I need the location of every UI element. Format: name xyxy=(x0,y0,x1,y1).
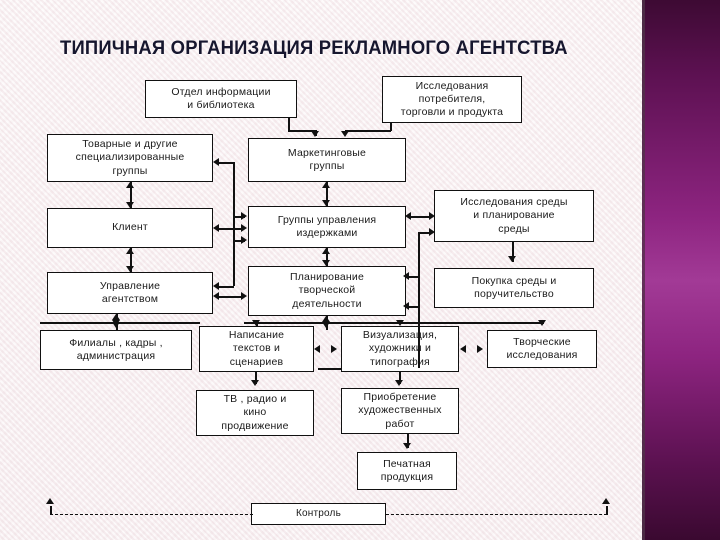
arrow-to-printed-production xyxy=(403,443,411,449)
connector-cost-creative xyxy=(326,248,328,266)
arrow-into-creative-plan-a xyxy=(403,272,409,280)
arrow-consumer-to-marketing xyxy=(341,131,349,137)
connector-media-research-buying xyxy=(512,242,514,262)
arrow-into-copywriting xyxy=(314,345,320,353)
connector-consumer-down xyxy=(390,123,392,131)
arrow-into-agency-mgmt-upper xyxy=(213,282,219,290)
connector-spine-cost-upper xyxy=(233,216,245,218)
arrow-into-cost-mgmt-upper xyxy=(241,212,247,220)
box-branches-staff[interactable]: Филиалы , кадры , администрация xyxy=(40,330,192,370)
connector-client-agency xyxy=(130,248,132,272)
connector-visual-art xyxy=(399,372,401,384)
arrow-into-visualization xyxy=(331,345,337,353)
box-art-buying[interactable]: Приобретение художественных работ xyxy=(341,388,459,434)
arrow-into-cost-mgmt-lower xyxy=(241,236,247,244)
box-copywriting[interactable]: Написание текстов и сценариев xyxy=(199,326,314,372)
connector-spine-vertical xyxy=(233,162,235,286)
connector-art-print xyxy=(407,434,409,448)
connector-spine-into-visualization xyxy=(318,368,342,370)
box-marketing-groups[interactable]: Маркетинговые группы xyxy=(248,138,406,182)
box-visualization[interactable]: Визуализация, художники и типография xyxy=(341,326,459,372)
arrow-client-to-agency xyxy=(126,266,134,272)
arrow-to-art-buying xyxy=(395,380,403,386)
connector-spine-agency-upper xyxy=(218,286,234,288)
connector-right-spine xyxy=(418,232,420,368)
arrow-into-cost-from-media xyxy=(405,212,411,220)
connector-cost-media-research xyxy=(410,216,432,218)
connector-spine-to-product xyxy=(218,162,234,164)
arrow-into-product-groups xyxy=(213,158,219,166)
control-line-left xyxy=(50,514,253,515)
arrow-into-creative-research xyxy=(477,345,483,353)
arrow-control-right-up xyxy=(602,498,610,504)
arrow-into-client xyxy=(213,224,219,232)
box-product-groups[interactable]: Товарные и другие специализированные гру… xyxy=(47,134,213,182)
connector-info-right xyxy=(288,130,316,132)
connector-consumer-left xyxy=(345,130,391,132)
arrow-into-media-research-lower xyxy=(429,228,435,236)
box-tv-radio[interactable]: ТВ , радио и кино продвижение xyxy=(196,390,314,436)
connector-agency-creative xyxy=(218,296,244,298)
box-control[interactable]: Контроль xyxy=(251,503,386,525)
arrow-to-visualization xyxy=(396,320,404,326)
arrow-cost-to-creative xyxy=(322,260,330,266)
arrow-into-creative-plan-b xyxy=(403,302,409,310)
page-title: ТИПИЧНАЯ ОРГАНИЗАЦИЯ РЕКЛАМНОГО АГЕНТСТВ… xyxy=(60,38,568,59)
box-printed-production[interactable]: Печатная продукция xyxy=(357,452,457,490)
box-cost-management[interactable]: Группы управления издержками xyxy=(248,206,406,248)
arrow-info-to-marketing xyxy=(311,131,319,137)
box-media-research[interactable]: Исследования среды и планирование среды xyxy=(434,190,594,242)
arrow-into-agency-mgmt xyxy=(213,292,219,300)
arrow-creative-plan-down xyxy=(322,322,330,328)
box-client[interactable]: Клиент xyxy=(47,208,213,248)
arrow-cost-to-marketing xyxy=(322,182,330,188)
connector-right-spine-to-media-research xyxy=(418,232,432,234)
connector-spine-cost-lower xyxy=(233,240,245,242)
arrow-into-cost-mgmt xyxy=(241,224,247,232)
arrow-product-to-client xyxy=(126,202,134,208)
connector-client-cost xyxy=(218,228,244,230)
connector-bus-left-stub xyxy=(40,322,200,324)
arrow-to-branches xyxy=(112,320,120,326)
box-media-buying[interactable]: Покупка среды и поручительство xyxy=(434,268,594,308)
connector-marketing-cost xyxy=(326,182,328,206)
arrow-to-media-buying xyxy=(508,256,516,262)
arrow-branches-to-agency xyxy=(112,314,120,320)
control-line-right-riser xyxy=(606,506,608,515)
connector-copy-tv xyxy=(255,372,257,384)
box-creative-planning[interactable]: Планирование творческой деятельности xyxy=(248,266,406,316)
connector-product-client xyxy=(130,182,132,208)
arrow-creative-to-cost xyxy=(322,248,330,254)
arrow-to-creative-research xyxy=(538,320,546,326)
connector-info-down xyxy=(288,118,290,132)
arrow-up-to-creative-plan xyxy=(322,316,330,322)
control-line-right xyxy=(386,514,607,515)
control-line-left-riser xyxy=(50,506,52,515)
arrow-marketing-to-cost xyxy=(322,200,330,206)
arrow-client-to-product xyxy=(126,182,134,188)
arrow-into-media-research xyxy=(429,212,435,220)
accent-band-right xyxy=(645,0,720,540)
box-consumer-research[interactable]: Исследования потребителя, торговли и про… xyxy=(382,76,522,123)
arrow-agency-to-client xyxy=(126,248,134,254)
box-info-dept[interactable]: Отдел информации и библиотека xyxy=(145,80,297,118)
connector-spine-into-creative-a xyxy=(408,276,420,278)
connector-spine-into-creative-b xyxy=(408,306,420,308)
arrow-to-tv-radio xyxy=(251,380,259,386)
box-creative-research[interactable]: Творческие исследования xyxy=(487,330,597,368)
accent-band-edge xyxy=(642,0,645,540)
connector-creative-bus xyxy=(244,322,544,324)
arrow-control-left-up xyxy=(46,498,54,504)
box-agency-management[interactable]: Управление агентством xyxy=(47,272,213,314)
arrow-to-copywriting xyxy=(252,320,260,326)
arrow-into-creative-plan xyxy=(241,292,247,300)
arrow-into-visualization-right xyxy=(460,345,466,353)
